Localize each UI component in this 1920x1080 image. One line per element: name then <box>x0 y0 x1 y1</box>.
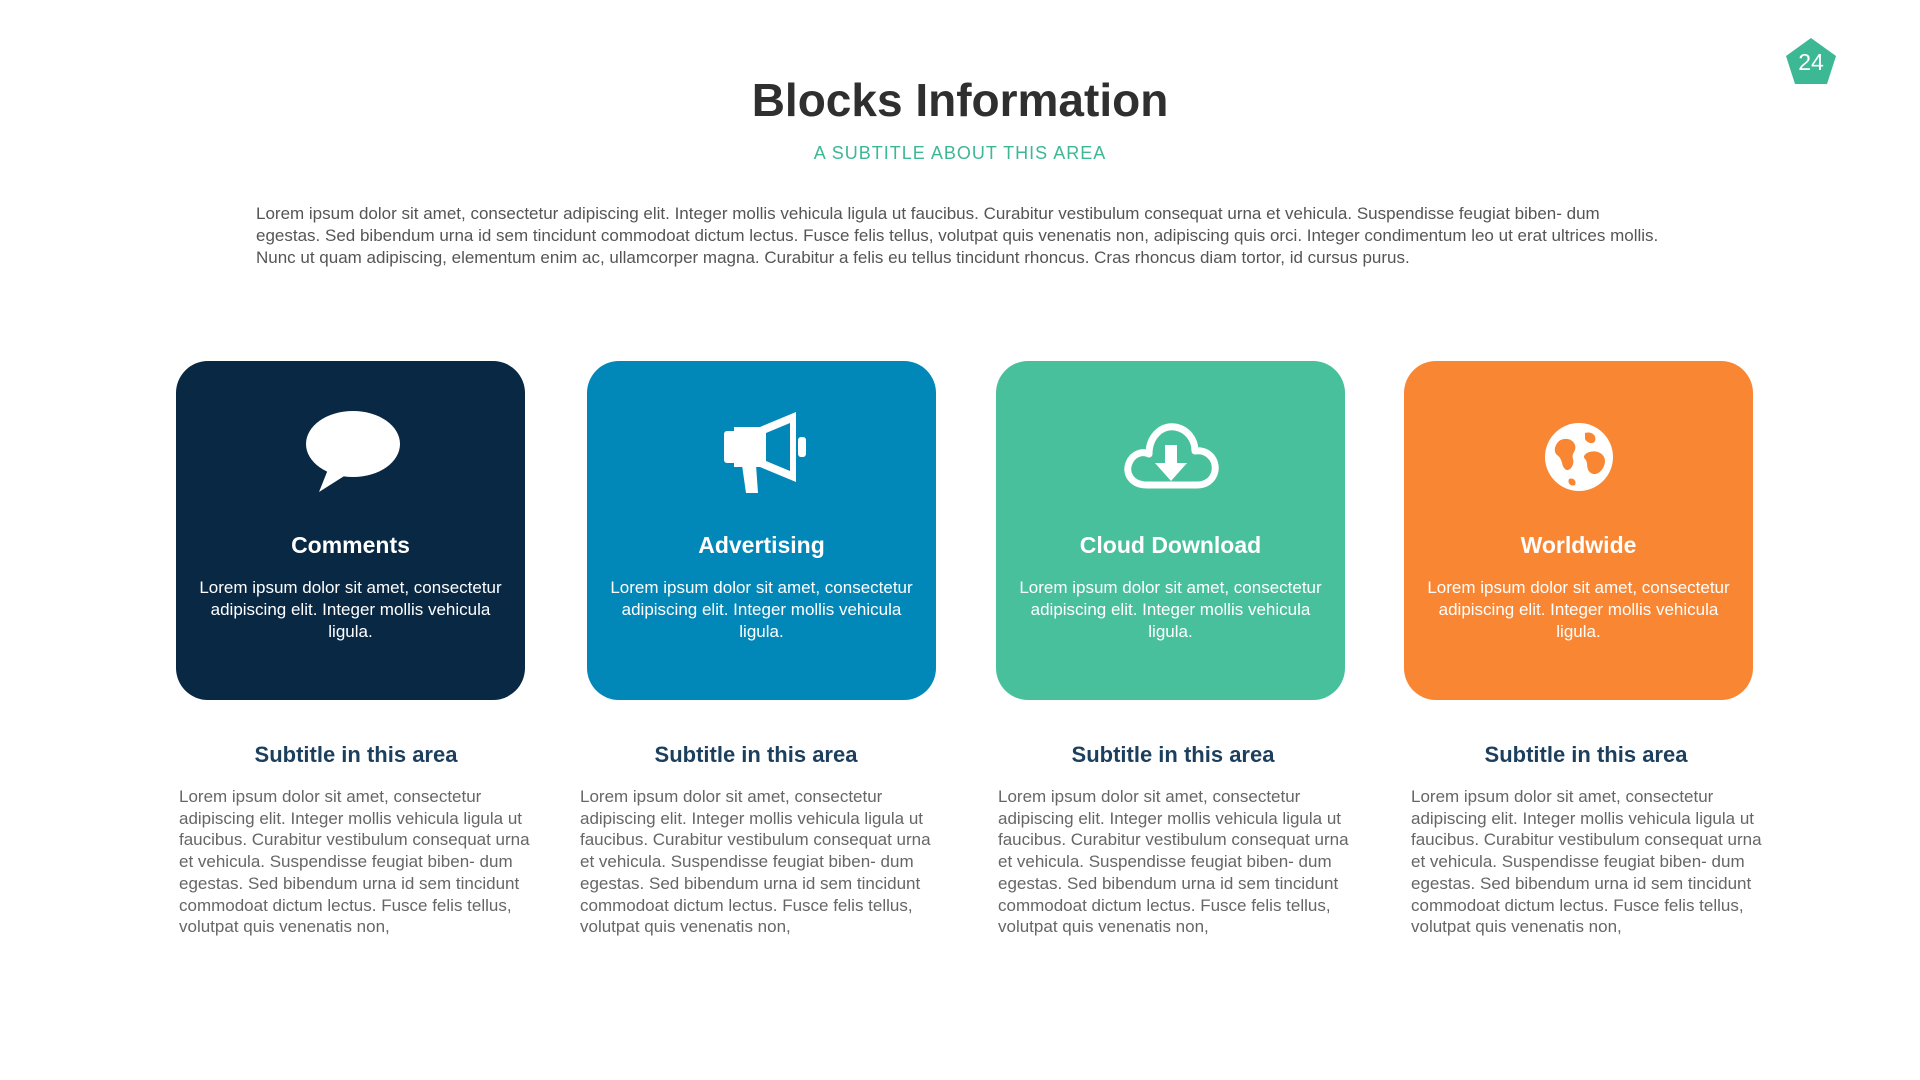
block-card-text: Lorem ipsum dolor sit amet, consectetur … <box>1019 578 1322 641</box>
page-number-badge: 24 <box>1784 36 1838 86</box>
speech-bubble-icon <box>305 411 400 492</box>
megaphone-icon <box>723 412 806 493</box>
block-body-text: Lorem ipsum dolor sit amet, consectetur … <box>580 787 931 937</box>
block-card-comments: Comments Lorem ipsum dolor sit amet, con… <box>176 361 525 700</box>
block-subtitle: Subtitle in this area <box>654 742 858 767</box>
block-title: Cloud Download <box>1079 532 1262 558</box>
block-subtitle: Subtitle in this area <box>1071 742 1275 767</box>
block-card-text: Lorem ipsum dolor sit amet, consectetur … <box>199 578 502 641</box>
block-title: Comments <box>291 532 410 558</box>
block-card-text: Lorem ipsum dolor sit amet, consectetur … <box>1427 578 1730 641</box>
block-card-worldwide: Worldwide Lorem ipsum dolor sit amet, co… <box>1404 361 1753 700</box>
block-body-text: Lorem ipsum dolor sit amet, consectetur … <box>179 787 530 937</box>
block-card-advertising: Advertising Lorem ipsum dolor sit amet, … <box>587 361 936 700</box>
block-title: Worldwide <box>1520 532 1637 558</box>
cloud-download-icon <box>1123 423 1219 489</box>
page-title: Blocks Information <box>751 74 1169 126</box>
globe-icon <box>1544 423 1613 491</box>
block-title: Advertising <box>698 532 825 558</box>
intro-paragraph: Lorem ipsum dolor sit amet, consectetur … <box>256 204 1659 267</box>
block-body-text: Lorem ipsum dolor sit amet, consectetur … <box>1411 787 1762 937</box>
block-subtitle: Subtitle in this area <box>1484 742 1688 767</box>
block-card-cloud-download: Cloud Download Lorem ipsum dolor sit ame… <box>996 361 1345 700</box>
page-subtitle: A SUBTITLE ABOUT THIS AREA <box>813 143 1107 163</box>
page-number: 24 <box>1798 49 1824 75</box>
block-card-text: Lorem ipsum dolor sit amet, consectetur … <box>610 578 913 641</box>
block-subtitle: Subtitle in this area <box>254 742 458 767</box>
pentagon-icon <box>1786 38 1836 84</box>
block-body-text: Lorem ipsum dolor sit amet, consectetur … <box>998 787 1349 937</box>
